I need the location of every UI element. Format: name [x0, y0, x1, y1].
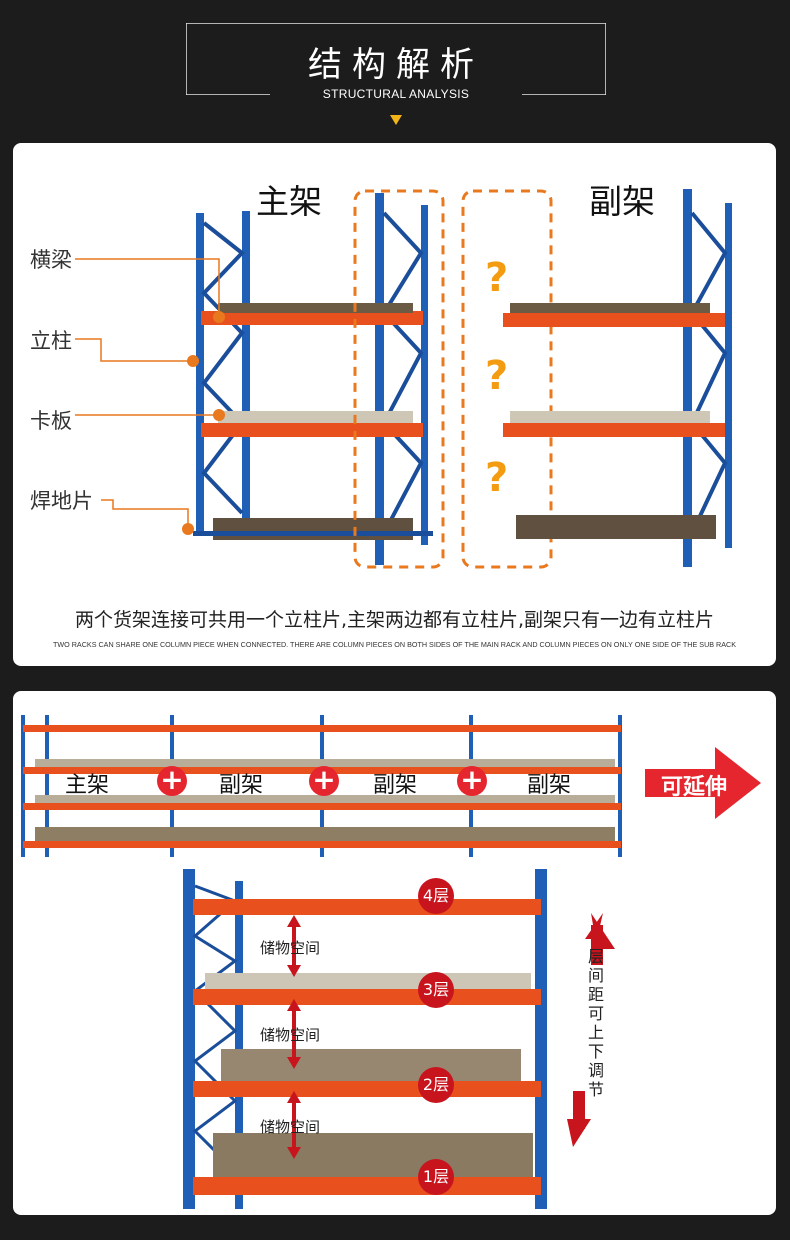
question-mark: ? — [485, 455, 509, 501]
part-label-base-plate: 焊地片 — [30, 489, 93, 513]
rack-illustration — [75, 189, 732, 569]
layer-badge-2: 2层 — [418, 1067, 454, 1103]
part-label-beam: 横梁 — [30, 248, 72, 272]
section-header: 结构解析 STRUCTURAL ANALYSIS — [186, 23, 606, 101]
rack-label-main: 主架 — [65, 773, 110, 798]
layer-badge-1: 1层 — [418, 1159, 454, 1195]
storage-space-label: 储物空间 — [260, 1026, 321, 1044]
sub-rack-drawing — [503, 189, 732, 567]
plus-icon: + — [309, 766, 339, 796]
sub-rack-label: 副架 — [589, 182, 655, 221]
storage-space-label: 储物空间 — [260, 1118, 321, 1136]
down-arrow-icon — [390, 115, 402, 125]
layer-badge-3: 3层 — [418, 972, 454, 1008]
adjustable-spacing-text: 层间距可上下调节 — [587, 947, 604, 1099]
main-rack-label: 主架 — [256, 182, 322, 221]
header-title: 结构解析 — [308, 45, 484, 85]
header-subtitle: STRUCTURAL ANALYSIS — [322, 87, 470, 101]
description-en: TWO RACKS CAN SHARE ONE COLUMN PIECE WHE… — [52, 640, 737, 649]
layer-badge-4: 4层 — [418, 878, 454, 914]
extension-card: 主架 副架 副架 副架 + + + 可延伸 4层 3层 2层 1层 储物空间 储… — [13, 691, 776, 1215]
layer-rack-drawing — [183, 869, 547, 1209]
main-rack-drawing — [193, 193, 433, 565]
storage-space-label: 储物空间 — [260, 939, 321, 957]
rack-label-sub: 副架 — [219, 773, 264, 798]
part-label-pallet: 卡板 — [30, 409, 72, 433]
plus-icon: + — [157, 766, 187, 796]
description-cn: 两个货架连接可共用一个立柱片,主架两边都有立柱片,副架只有一边有立柱片 — [74, 609, 715, 631]
extend-label: 可延伸 — [661, 775, 728, 800]
part-label-column: 立柱 — [30, 329, 72, 353]
rack-label-sub: 副架 — [373, 773, 418, 798]
question-mark: ? — [485, 255, 509, 301]
question-mark: ? — [485, 353, 509, 399]
rack-diagram — [21, 715, 761, 1209]
rack-label-sub: 副架 — [527, 773, 572, 798]
structure-card: 主架 副架 横梁 立柱 卡板 焊地片 ? ? ? 两个货架连接可共用一个立柱片,… — [13, 143, 776, 666]
plus-icon: + — [457, 766, 487, 796]
